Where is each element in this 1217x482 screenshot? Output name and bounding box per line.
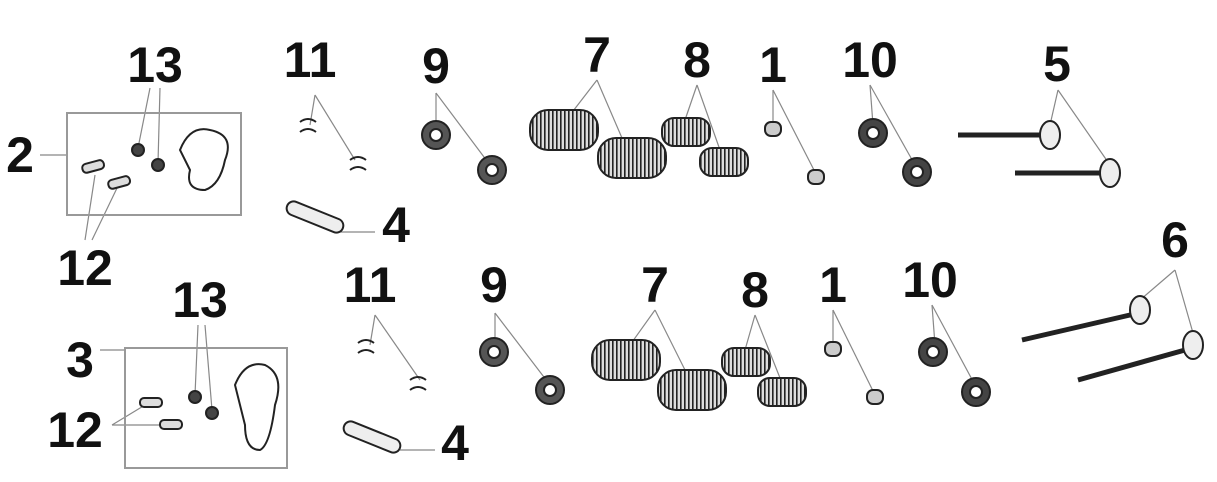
callout-upper-seat: 10 [842, 32, 898, 88]
callout-lower-retainer: 9 [480, 257, 508, 313]
parts [81, 109, 1204, 454]
callout-lower-spring-inner: 8 [741, 262, 769, 318]
callout-lower-keeper: 11 [343, 257, 397, 313]
callout-lower-spring-outer: 7 [641, 257, 669, 313]
callout-upper-rocker-box: 2 [6, 127, 34, 183]
leader-lines [40, 79, 1196, 451]
rocker-box-upper [66, 112, 242, 216]
callout-upper-spring-outer: 7 [583, 27, 611, 83]
callout-upper-keeper: 11 [283, 32, 337, 88]
rocker-box-lower [124, 347, 288, 469]
callout-upper-shaft: 4 [382, 197, 410, 253]
callout-lower-seal: 1 [819, 257, 847, 313]
callout-upper-pin: 12 [57, 240, 113, 296]
callout-lower-shaft: 4 [441, 415, 469, 471]
callout-lower-valve: 6 [1161, 212, 1189, 268]
callout-lower-rocker-box: 3 [66, 332, 94, 388]
callout-lower-pin: 12 [47, 402, 103, 458]
callout-upper-spring-inner: 8 [683, 32, 711, 88]
callout-lower-seat: 10 [902, 252, 958, 308]
callout-upper-valve: 5 [1043, 36, 1071, 92]
callout-lower-nut: 13 [172, 272, 228, 328]
callout-upper-seal: 1 [759, 37, 787, 93]
callout-upper-nut: 13 [127, 37, 183, 93]
callout-upper-retainer: 9 [422, 38, 450, 94]
